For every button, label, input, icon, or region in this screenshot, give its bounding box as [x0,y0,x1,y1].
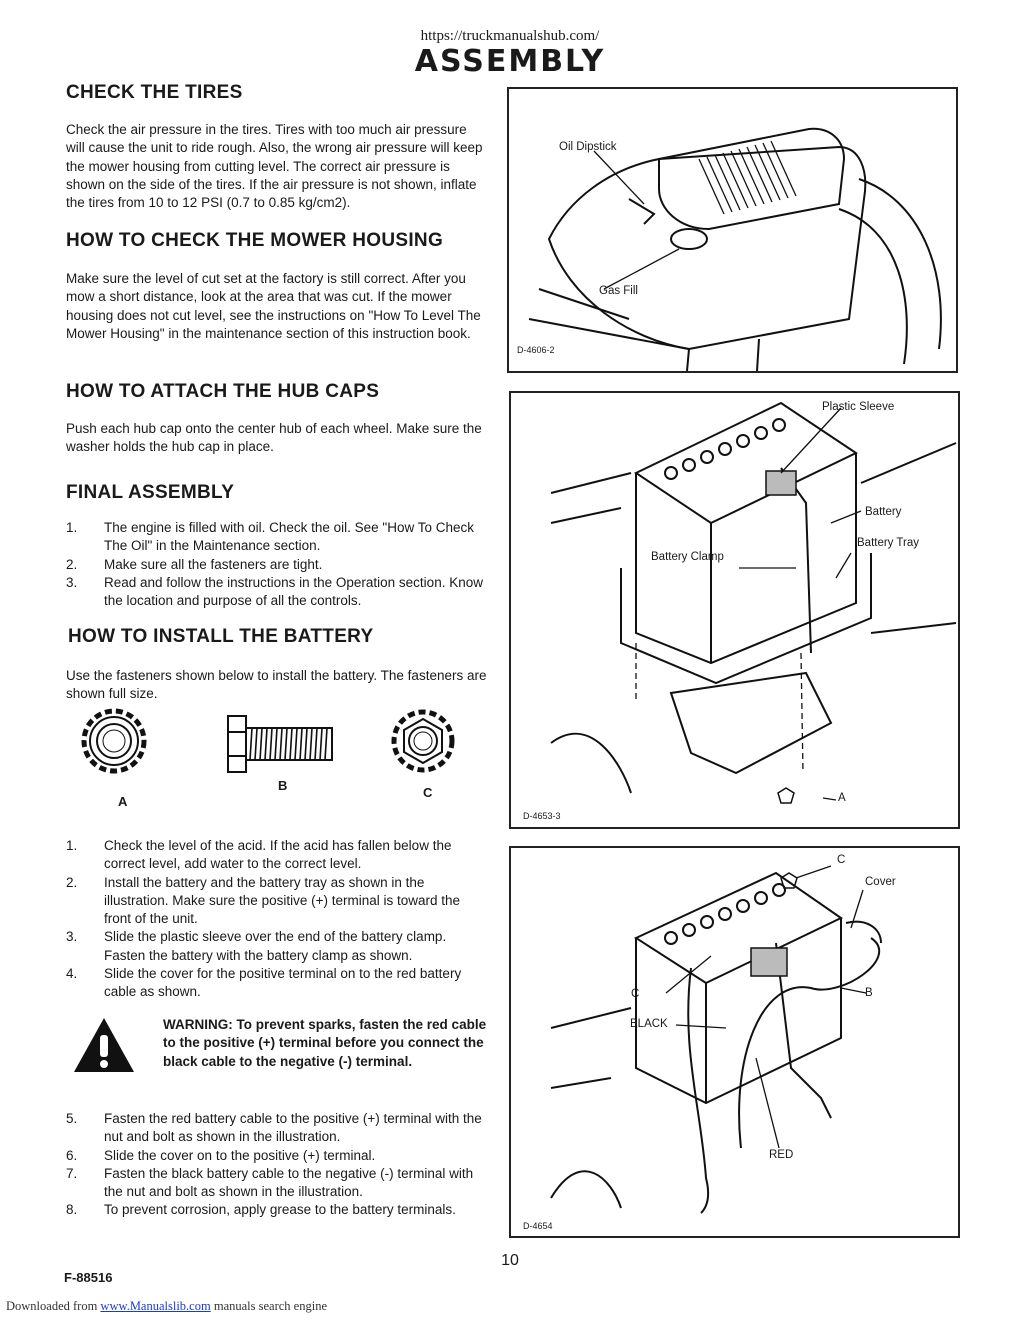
download-footer: Downloaded from www.Manualslib.com manua… [6,1299,327,1314]
figure-engine: Oil Dipstick Gas Fill D-4606-2 [507,87,958,373]
list-item: 2.Make sure all the fasteners are tight. [66,556,323,572]
list-item: 5.Fasten the red battery cable to the po… [66,1111,482,1145]
page-number: 10 [501,1252,519,1269]
list-item: 4.Slide the cover for the positive termi… [66,966,462,1000]
label-red-cable: RED [769,1149,794,1161]
fastener-label-a: A [118,794,128,809]
heading-final-assembly: FINAL ASSEMBLY [66,482,235,503]
list-item: 2.Install the battery and the battery tr… [66,874,461,927]
label-black-cable: BLACK [630,1018,668,1030]
fastener-label-c: C [423,785,433,800]
engine-illustration [528,127,942,371]
footer-suffix: manuals search engine [213,1299,327,1313]
list-item: 8.To prevent corrosion, apply grease to … [66,1202,456,1218]
battery-steps-list-b: 5.Fasten the red battery cable to the po… [66,1110,490,1220]
manualslib-link[interactable]: www.Manualslib.com [100,1299,211,1313]
figure-code-engine: D-4606-2 [517,345,555,355]
install-battery-intro: Use the fasteners shown below to install… [66,668,487,702]
battery-tray-illustration [550,401,957,804]
fastener-label-b: B [278,778,288,793]
footer-prefix: Downloaded from [6,1299,98,1313]
heading-install-battery: HOW TO INSTALL THE BATTERY [68,626,374,647]
label-cover: Cover [865,876,896,888]
figure-battery-tray: Plastic Sleeve Battery Battery Tray Batt… [509,391,960,829]
lock-nut-c-icon [391,709,455,773]
check-tires-body: Check the air pressure in the tires. Tir… [66,122,483,211]
figure-code-battery-tray: D-4653-3 [523,811,561,821]
figure-code-battery-cables: D-4654 [523,1221,553,1231]
bolt-b-icon [227,715,333,773]
mower-housing-body: Make sure the level of cut set at the fa… [66,271,481,341]
battery-steps-list-a: 1.Check the level of the acid. If the ac… [66,837,490,1002]
page-title: ASSEMBLY [414,44,606,79]
list-item: 1.Check the level of the acid. If the ac… [66,838,452,872]
label-fastener-c-left: C [631,988,640,1000]
heading-mower-housing: HOW TO CHECK THE MOWER HOUSING [66,230,444,251]
list-item: 3.Read and follow the instructions in th… [66,574,483,609]
heading-hub-caps: HOW TO ATTACH THE HUB CAPS [66,381,380,402]
lock-washer-a-icon [81,708,147,774]
hub-caps-body: Push each hub cap onto the center hub of… [66,421,482,455]
list-item: 6.Slide the cover on to the positive (+)… [66,1147,376,1163]
list-item: 1.The engine is filled with oil. Check t… [66,520,474,554]
figure-battery-cables: C Cover C B BLACK RED D-4654 [509,846,960,1238]
source-url: https://truckmanualshub.com/ [420,28,600,44]
label-battery-tray: Battery Tray [857,537,919,549]
list-item: 7.Fasten the black battery cable to the … [66,1165,474,1200]
label-battery-clamp: Battery Clamp [651,551,724,563]
list-item: 3.Slide the plastic sleeve over the end … [66,929,447,963]
warning-text: WARNING: To prevent sparks, fasten the r… [163,1017,487,1069]
label-fastener-b: B [865,987,873,999]
form-number: F-88516 [64,1270,113,1285]
final-assembly-list: 1.The engine is filled with oil. Check t… [66,519,490,610]
label-gas-fill: Gas Fill [599,285,638,297]
label-fastener-a: A [838,792,846,804]
label-plastic-sleeve: Plastic Sleeve [822,401,895,413]
label-battery: Battery [865,506,902,518]
label-oil-dipstick: Oil Dipstick [559,141,617,153]
battery-cables-illustration [550,865,882,1214]
label-fastener-c-top: C [837,854,846,866]
heading-check-tires: CHECK THE TIRES [66,82,243,103]
warning-icon [74,1018,134,1072]
